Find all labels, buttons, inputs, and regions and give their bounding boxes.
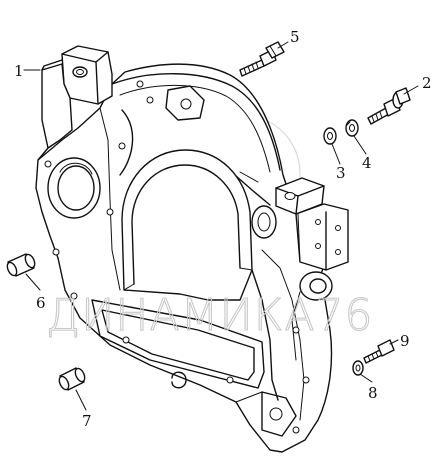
mounting-holes bbox=[44, 80, 310, 434]
callout-1: 1 bbox=[14, 62, 24, 80]
callout-4: 4 bbox=[362, 154, 372, 172]
callout-3: 3 bbox=[336, 164, 346, 182]
dowel-pin-part-6 bbox=[6, 253, 36, 277]
washer-part-8 bbox=[352, 360, 364, 376]
washer-part-3 bbox=[323, 127, 337, 145]
callout-8: 8 bbox=[368, 384, 378, 402]
callout-6: 6 bbox=[36, 294, 46, 312]
bolt-part-9 bbox=[363, 339, 395, 364]
leader-lines bbox=[23, 41, 419, 411]
bolt-part-5 bbox=[239, 41, 285, 77]
callout-9: 9 bbox=[400, 332, 410, 350]
flywheel-housing bbox=[35, 45, 349, 453]
callout-5: 5 bbox=[290, 28, 300, 46]
dowel-pin-part-7 bbox=[58, 367, 86, 391]
callout-labels: 1 2 3 4 5 6 7 8 9 bbox=[14, 28, 432, 430]
watermark-text: ДИНАМИКА76 bbox=[46, 290, 373, 341]
bolt-part-2 bbox=[367, 87, 411, 125]
callout-2: 2 bbox=[422, 74, 432, 92]
spring-washer-part-4 bbox=[345, 119, 359, 137]
callout-7: 7 bbox=[82, 412, 92, 430]
